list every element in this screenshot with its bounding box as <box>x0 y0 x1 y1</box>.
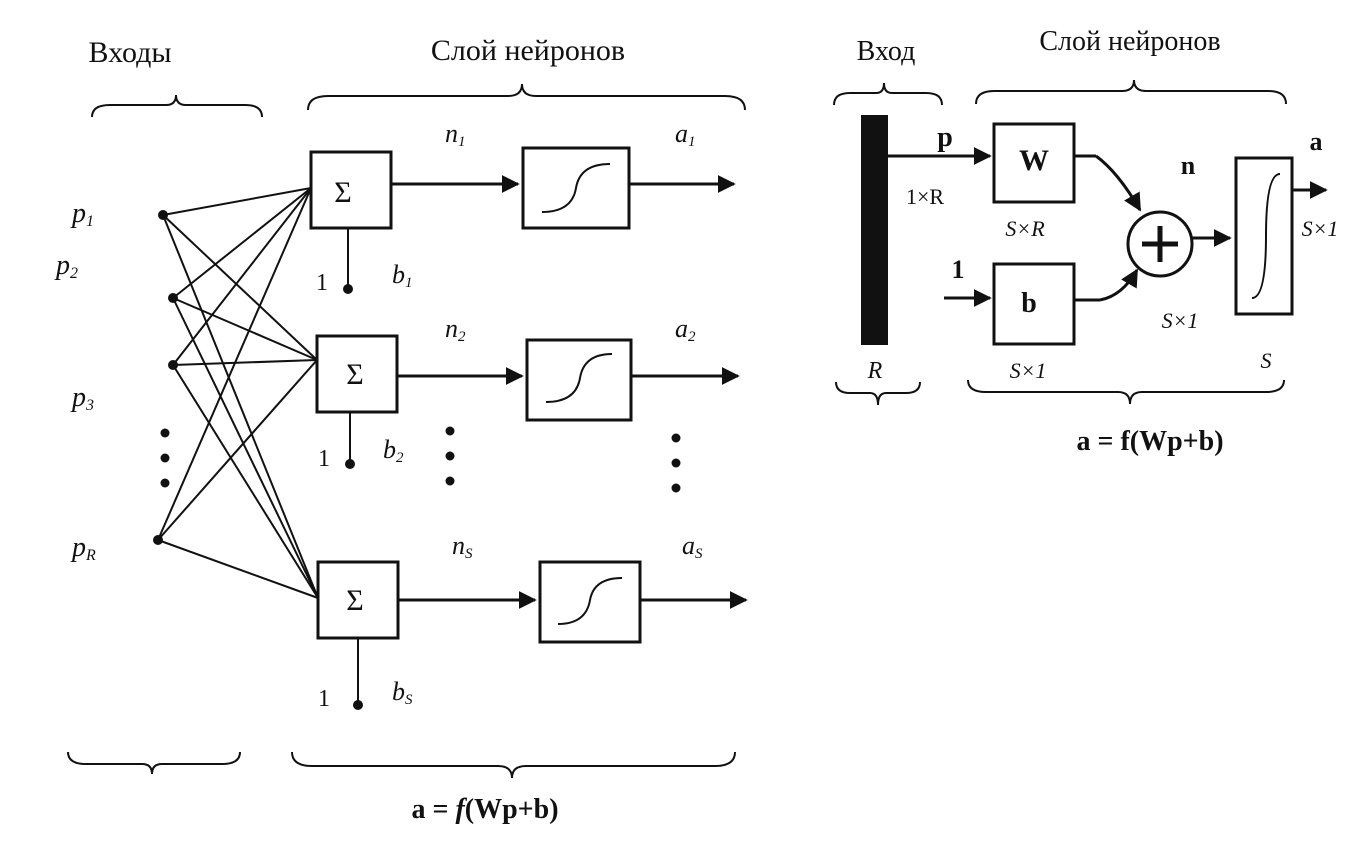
connections <box>157 187 319 599</box>
bias-node-1 <box>343 284 353 294</box>
output-dot <box>671 433 681 443</box>
summation-box-s <box>316 560 400 640</box>
sum-symbol-1: Σ <box>334 176 351 209</box>
bias-node-s <box>353 700 363 710</box>
right-layer-bottom-brace <box>967 379 1285 405</box>
r-label: R <box>867 358 883 384</box>
input-vector-bar <box>861 115 888 345</box>
layer-bottom-brace <box>291 751 736 779</box>
left-diagram: Входы Слой нейронов p1 p2 p3 pR <box>54 34 748 825</box>
right-layer-top-brace <box>975 79 1287 105</box>
p-label: p <box>937 122 953 153</box>
input-dot <box>160 478 170 488</box>
w-label: W <box>1019 144 1049 177</box>
output-dot <box>671 458 681 468</box>
a-dim-label: S×1 <box>1302 216 1339 241</box>
neuron-dot <box>445 451 455 461</box>
sigmoid-icon <box>545 353 613 403</box>
input-label-2: p2 <box>54 250 78 282</box>
n-dim-label: S×1 <box>1162 308 1199 333</box>
b-label: b <box>1021 288 1037 319</box>
b-label-2: b2 <box>383 435 404 466</box>
transfer-box-1 <box>521 146 631 230</box>
a-label-s: aS <box>682 531 703 562</box>
integral-sigmoid-icon <box>1251 173 1281 299</box>
s-label: S <box>1261 348 1272 373</box>
layer-title: Слой нейронов <box>431 34 625 67</box>
left-formula: a = f(Wp+b) <box>411 794 558 825</box>
n-label: n <box>1181 151 1196 180</box>
input-title: Вход <box>857 36 916 67</box>
a-label-2: a2 <box>675 314 696 345</box>
b-to-sum-arrow <box>1099 268 1139 302</box>
bias-box <box>992 262 1076 346</box>
sum-symbol-2: Σ <box>346 358 363 391</box>
w-to-sum-arrow <box>1095 154 1142 212</box>
one-label: 1 <box>952 255 965 284</box>
n-label-s: nS <box>452 531 473 562</box>
summation-box-2 <box>315 334 399 414</box>
input-label-3: p3 <box>70 382 94 414</box>
input-label-r: pR <box>70 532 96 564</box>
n-label-2: n2 <box>445 314 466 345</box>
bias-one-s: 1 <box>318 686 330 712</box>
inputs-title: Входы <box>88 36 171 69</box>
neuron-2: Σ 1 n2 a2 b2 <box>315 314 740 472</box>
input-top-brace <box>833 82 943 106</box>
bias-one-1: 1 <box>316 270 328 296</box>
sigmoid-icon <box>541 163 611 213</box>
b-label-1: b1 <box>392 260 413 291</box>
neuron-dot <box>445 426 455 436</box>
b-dim-label: S×1 <box>1010 358 1047 383</box>
bias-node-2 <box>345 459 355 469</box>
right-diagram: Вход Слой нейронов R p 1×R W S×R b S×1 1 <box>833 26 1339 457</box>
inputs-bottom-brace <box>67 751 241 775</box>
layer-top-brace <box>307 83 746 111</box>
neuron-s: Σ 1 nS aS bS <box>316 531 748 712</box>
input-dot <box>160 428 170 438</box>
neuron-1: Σ 1 n1 a1 b1 <box>309 119 736 296</box>
inputs-top-brace <box>91 94 263 118</box>
a-label-1: a1 <box>675 119 696 150</box>
a-label: a <box>1310 127 1323 156</box>
bias-one-2: 1 <box>318 446 330 472</box>
output-dot <box>671 483 681 493</box>
right-formula: a = f(Wp+b) <box>1076 426 1223 457</box>
input-label-1: p1 <box>70 198 94 230</box>
summation-box-1 <box>309 150 393 230</box>
right-layer-title: Слой нейронов <box>1039 26 1220 57</box>
neuron-dot <box>445 476 455 486</box>
b-label-s: bS <box>392 677 413 708</box>
transfer-box <box>1234 156 1294 316</box>
weight-box <box>992 122 1076 204</box>
sigmoid-icon <box>557 577 623 625</box>
n-label-1: n1 <box>445 119 466 150</box>
p-dim-label: 1×R <box>906 184 944 209</box>
input-dot <box>160 453 170 463</box>
sum-symbol-s: Σ <box>346 584 363 617</box>
input-bottom-brace <box>835 381 921 406</box>
w-dim-label: S×R <box>1005 216 1045 241</box>
